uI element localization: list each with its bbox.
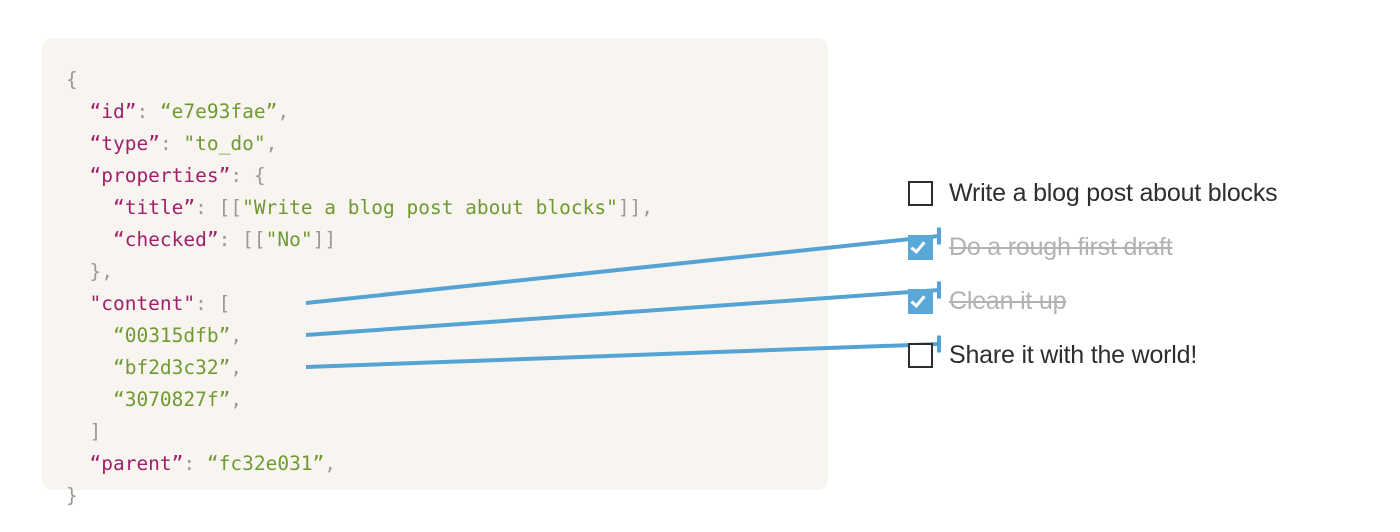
code-token [66, 100, 89, 123]
code-token: } [66, 484, 78, 507]
code-line-6: }, [66, 256, 653, 288]
code-line-1: “id”: “e7e93fae”, [66, 96, 653, 128]
code-token: }, [66, 260, 113, 283]
code-line-10: “3070827f”, [66, 384, 653, 416]
todo-label[interactable]: Do a rough first draft [949, 232, 1173, 261]
code-token: : [218, 228, 243, 251]
code-token: ]], [617, 196, 654, 219]
code-token: “title” [112, 196, 196, 219]
code-token: : [183, 452, 207, 475]
todo-row[interactable]: Share it with the world! [908, 328, 1338, 382]
code-token [66, 196, 113, 219]
code-token: , [230, 356, 243, 379]
code-line-9: “bf2d3c32”, [66, 352, 653, 384]
code-token: ] [66, 420, 102, 443]
todo-row[interactable]: Clean it up [908, 274, 1338, 328]
code-token: [ [218, 292, 231, 315]
checkbox-unchecked-icon[interactable] [908, 180, 933, 206]
code-token: “00315dfb” [112, 324, 231, 347]
json-code-panel: { “id”: “e7e93fae”, “type”: "to_do", “pr… [42, 38, 828, 507]
checkbox-checked-icon[interactable] [908, 234, 933, 260]
code-line-11: ] [66, 416, 653, 448]
code-token [66, 292, 89, 315]
code-token: "content" [89, 292, 196, 315]
code-token: : [159, 132, 184, 155]
code-token: "Write a blog post about blocks" [242, 196, 618, 219]
code-token: , [265, 132, 278, 155]
todo-label[interactable]: Write a blog post about blocks [949, 178, 1278, 207]
code-token: , [324, 452, 337, 475]
code-line-4: “title”: [["Write a blog post about bloc… [66, 192, 653, 224]
code-token: [[ [218, 196, 243, 219]
code-token: : [195, 196, 219, 219]
code-token [66, 324, 113, 347]
code-token [66, 452, 89, 475]
code-line-2: “type”: "to_do", [66, 128, 653, 160]
code-token: [[ [242, 228, 266, 251]
code-token: { [66, 68, 78, 91]
code-token: , [230, 388, 243, 411]
todo-row[interactable]: Write a blog post about blocks [908, 166, 1338, 220]
code-token: ]] [312, 228, 337, 251]
code-token [66, 164, 89, 187]
code-token [66, 356, 113, 379]
todo-list: Write a blog post about blocks Do a rough… [908, 166, 1338, 382]
code-line-3: “properties”: { [66, 160, 653, 192]
code-token: : [136, 100, 160, 123]
code-token [66, 228, 113, 251]
code-line-0: { [66, 64, 653, 96]
code-token [66, 132, 89, 155]
code-token: “parent” [89, 452, 184, 475]
code-token: “id” [89, 100, 137, 123]
code-token: “checked” [112, 228, 219, 251]
code-token: "to_do" [183, 132, 266, 155]
code-token: , [277, 100, 290, 123]
code-token: : [230, 164, 254, 187]
todo-label[interactable]: Clean it up [949, 286, 1067, 315]
json-code-block: { “id”: “e7e93fae”, “type”: "to_do", “pr… [66, 64, 653, 512]
code-token [66, 388, 113, 411]
checkmark-icon [910, 238, 926, 254]
code-token: “bf2d3c32” [112, 356, 231, 379]
code-line-12: “parent”: “fc32e031”, [66, 448, 653, 480]
code-token: “type” [89, 132, 160, 155]
todo-row[interactable]: Do a rough first draft [908, 220, 1338, 274]
code-token: “properties” [89, 164, 231, 187]
code-token: , [230, 324, 243, 347]
code-line-8: “00315dfb”, [66, 320, 653, 352]
code-token: : [195, 292, 219, 315]
code-token: { [253, 164, 266, 187]
code-token: "No" [265, 228, 313, 251]
code-token: “e7e93fae” [159, 100, 278, 123]
code-token: “fc32e031” [206, 452, 325, 475]
todo-label[interactable]: Share it with the world! [949, 340, 1198, 369]
checkbox-unchecked-icon[interactable] [908, 342, 933, 368]
code-line-7: "content": [ [66, 288, 653, 320]
checkmark-icon [910, 292, 926, 308]
code-token: “3070827f” [112, 388, 231, 411]
checkbox-checked-icon[interactable] [908, 288, 933, 314]
code-line-13: } [66, 480, 653, 512]
code-line-5: “checked”: [["No"]] [66, 224, 653, 256]
